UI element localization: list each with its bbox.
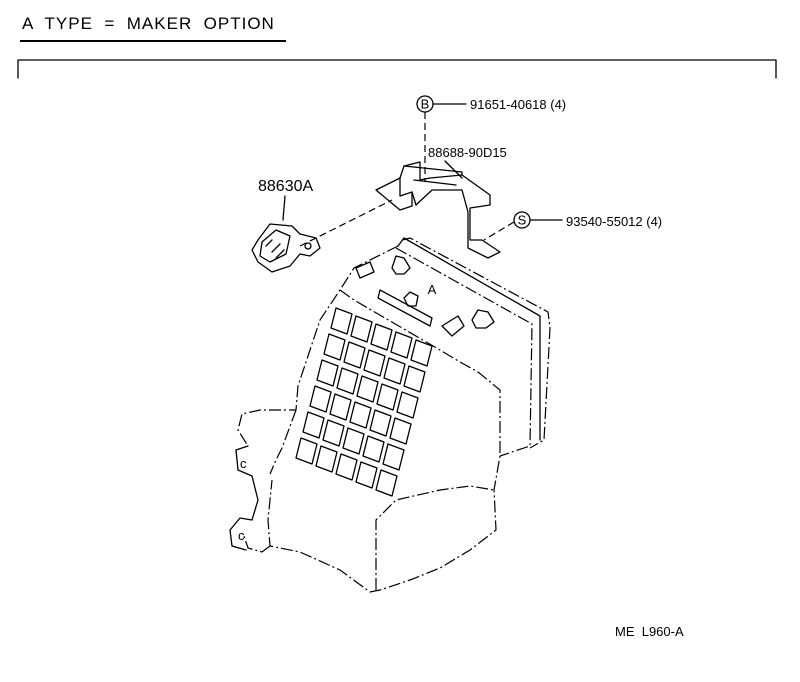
diagram-heading: A TYPE = MAKER OPTION [22,14,275,33]
grille-cell [369,409,392,437]
connector-leader [282,195,286,221]
screw-axis-line [483,221,515,241]
grille-cell [403,365,426,393]
svg-text:c: c [238,528,245,543]
connector-assembly-line [299,199,393,247]
part-number-connector: 88630A [258,178,313,195]
grille-cell [349,401,372,429]
grille-cell [330,307,353,335]
frame-bracket [17,59,777,79]
grille-cell [362,435,385,463]
callout-bolt[interactable]: B 91651-40618 (4) [416,95,566,182]
callout-screw[interactable]: S 93540-55012 (4) [483,211,662,241]
grille-cell [396,391,419,419]
callout-connector[interactable]: 88630A [258,178,313,221]
screw-marker-letter: S [518,213,527,228]
grille-cell [410,339,433,367]
part-number-bolt: 91651-40618 (4) [470,97,566,112]
maker-option-marker: A [428,282,437,297]
grille-cell [343,341,366,369]
grille-cell [309,385,332,413]
grille-cell [363,349,386,377]
mounting-bracket [375,161,501,259]
bolt-marker-letter: B [421,97,430,112]
connector-part [251,223,321,273]
grille-cell [382,443,405,471]
grille-cell [342,427,365,455]
grille-cell [302,411,325,439]
grille-cell [376,383,399,411]
grille-cell [350,315,373,343]
callout-bracket[interactable]: 88688-90D15 [428,145,507,179]
grille-cell [335,453,358,481]
heater-housing: c c [229,237,551,593]
part-number-screw: 93540-55012 (4) [566,214,662,229]
grille-cell [390,331,413,359]
grille-grid [295,307,433,497]
grille-cell [383,357,406,385]
grille-cell [336,367,359,395]
diagram-reference-code: ME L960-A [615,624,684,639]
part-number-bracket: 88688-90D15 [428,145,507,160]
grille-cell [355,461,378,489]
grille-cell [329,393,352,421]
grille-cell [315,445,338,473]
grille-cell [370,323,393,351]
grille-cell [375,469,398,497]
svg-text:c: c [240,456,247,471]
grille-cell [295,437,318,465]
grille-cell [316,359,339,387]
grille-cell [323,333,346,361]
grille-cell [322,419,345,447]
heading-underline [20,40,286,42]
grille-cell [389,417,412,445]
grille-cell [356,375,379,403]
